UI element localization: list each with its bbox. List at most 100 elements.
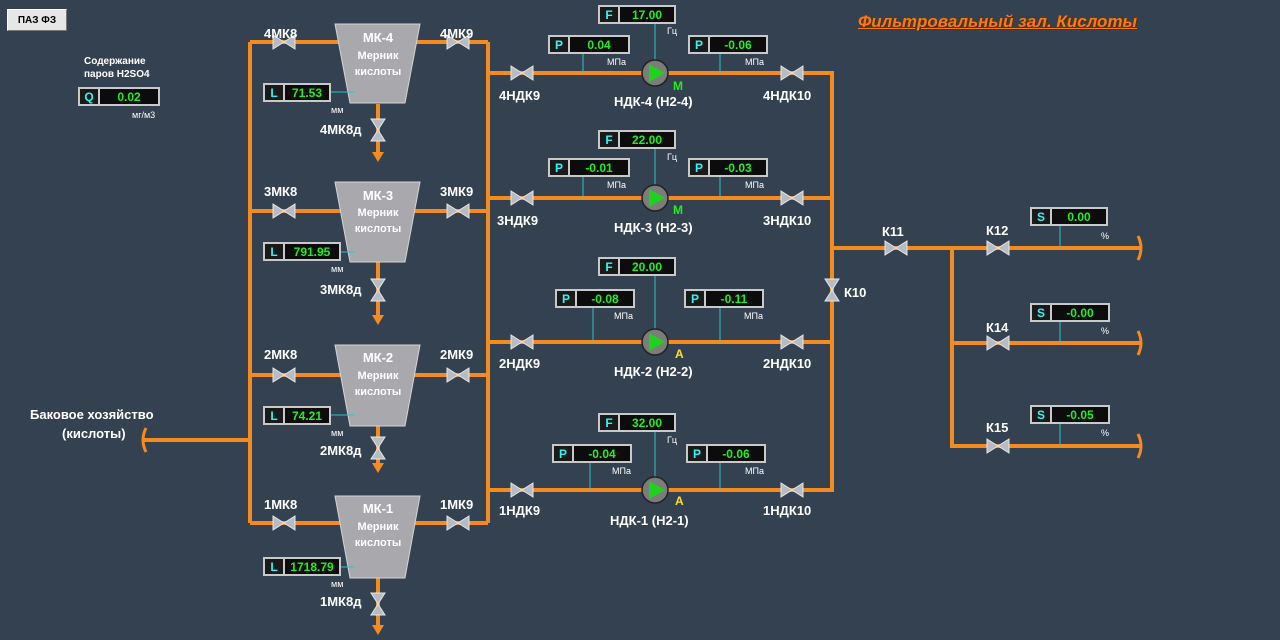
pump-mode-badge: М bbox=[673, 79, 683, 93]
valve-label[interactable]: К14 bbox=[986, 320, 1009, 335]
tank-sub: кислоты bbox=[354, 386, 402, 398]
valve-label[interactable]: 4НДК9 bbox=[499, 88, 541, 103]
indicator-tag: F bbox=[600, 415, 620, 430]
valve-label[interactable]: 3НДК9 bbox=[497, 213, 539, 228]
freq-indicator-ndk4[interactable]: F 17.00 bbox=[598, 5, 676, 24]
valve-label[interactable]: 2МК8 bbox=[264, 347, 298, 362]
valve-label[interactable]: 1МК8 bbox=[264, 497, 298, 512]
pressure-out-indicator-ndk2[interactable]: P -0.11 bbox=[684, 289, 764, 308]
tank-name[interactable]: МК-2 bbox=[362, 350, 394, 365]
pressure-in-indicator-ndk1[interactable]: P -0.04 bbox=[552, 444, 632, 463]
indicator-value: 0.00 bbox=[1052, 209, 1106, 224]
tank-name[interactable]: МК-4 bbox=[362, 30, 394, 45]
tank-store-label-line2: (кислоты) bbox=[62, 426, 126, 441]
valve-label[interactable]: 2НДК10 bbox=[763, 356, 812, 371]
level-indicator-mk1[interactable]: L 1718.79 bbox=[263, 557, 341, 576]
level-indicator-mk2[interactable]: L 74.21 bbox=[263, 406, 331, 425]
freq-indicator-ndk3[interactable]: F 22.00 bbox=[598, 130, 676, 149]
indicator-value: 71.53 bbox=[285, 85, 329, 100]
indicator-tag: P bbox=[690, 37, 710, 52]
valve-label[interactable]: 3НДК10 bbox=[763, 213, 812, 228]
valve-label[interactable]: 4МК8д bbox=[320, 122, 362, 137]
valve-label[interactable]: К12 bbox=[986, 223, 1009, 238]
level-indicator-mk4[interactable]: L 71.53 bbox=[263, 83, 331, 102]
valve-label[interactable]: 2МК9 bbox=[440, 347, 474, 362]
tank-mk2-icon bbox=[334, 344, 421, 427]
pump-mode-badge: А bbox=[675, 494, 684, 508]
valve-label[interactable]: 1МК8д bbox=[320, 594, 362, 609]
pump-name[interactable]: НДК-3 (Н2-3) bbox=[614, 220, 693, 235]
pressure-unit: МПа bbox=[745, 466, 764, 476]
concentration-indicator-k12[interactable]: S 0.00 bbox=[1030, 207, 1108, 226]
percent-unit: % bbox=[1101, 428, 1110, 438]
valve-k10-icon bbox=[824, 278, 840, 302]
valve-label[interactable]: К10 bbox=[844, 285, 867, 300]
tank-sub: Мерник bbox=[357, 207, 399, 219]
pressure-unit: МПа bbox=[612, 466, 631, 476]
indicator-value: 791.95 bbox=[285, 244, 339, 259]
valve-2ndk9-icon bbox=[510, 334, 534, 350]
tank-name[interactable]: МК-3 bbox=[362, 188, 394, 203]
indicator-tag: P bbox=[550, 160, 570, 175]
valve-k15-icon bbox=[986, 438, 1010, 454]
tank-name[interactable]: МК-1 bbox=[362, 501, 394, 516]
valve-4mk8d-icon bbox=[370, 118, 386, 142]
valve-label[interactable]: 4НДК10 bbox=[763, 88, 812, 103]
vapor-indicator[interactable]: Q 0.02 bbox=[78, 87, 160, 106]
freq-indicator-ndk1[interactable]: F 32.00 bbox=[598, 413, 676, 432]
valve-3ndk10-icon bbox=[780, 190, 804, 206]
valve-label[interactable]: К11 bbox=[882, 224, 904, 239]
pump-name[interactable]: НДК-1 (Н2-1) bbox=[610, 513, 689, 528]
valve-4ndk10-icon bbox=[780, 65, 804, 81]
indicator-value: -0.04 bbox=[574, 446, 630, 461]
valve-label[interactable]: 1МК9 bbox=[440, 497, 474, 512]
pressure-out-indicator-ndk4[interactable]: P -0.06 bbox=[688, 35, 768, 54]
valve-label[interactable]: 4МК9 bbox=[440, 26, 474, 41]
indicator-tag: P bbox=[550, 37, 570, 52]
valve-1ndk9-icon bbox=[510, 482, 534, 498]
indicator-tag: S bbox=[1032, 209, 1052, 224]
pressure-in-indicator-ndk4[interactable]: P 0.04 bbox=[548, 35, 630, 54]
valve-3mk8d-icon bbox=[370, 278, 386, 302]
indicator-tag: P bbox=[686, 291, 706, 306]
tank-store-label-line1: Баковое хозяйство bbox=[30, 407, 154, 422]
indicator-tag: L bbox=[265, 559, 285, 574]
pressure-out-indicator-ndk3[interactable]: P -0.03 bbox=[688, 158, 768, 177]
freq-indicator-ndk2[interactable]: F 20.00 bbox=[598, 257, 676, 276]
valve-label[interactable]: 1НДК9 bbox=[499, 503, 541, 518]
indicator-tag: P bbox=[557, 291, 577, 306]
tank-mk3-icon bbox=[334, 181, 421, 263]
valve-2mk8d-icon bbox=[370, 436, 386, 460]
level-indicator-mk3[interactable]: L 791.95 bbox=[263, 242, 341, 261]
valve-label[interactable]: 4МК8 bbox=[264, 26, 298, 41]
pressure-out-indicator-ndk1[interactable]: P -0.06 bbox=[686, 444, 766, 463]
level-unit: мм bbox=[331, 579, 344, 589]
tank-mk4-icon bbox=[334, 23, 421, 104]
pump-name[interactable]: НДК-2 (Н2-2) bbox=[614, 364, 693, 379]
valve-label[interactable]: 2МК8д bbox=[320, 443, 362, 458]
level-unit: мм bbox=[331, 428, 344, 438]
paz-fz-button[interactable]: ПАЗ ФЗ bbox=[7, 9, 67, 31]
valve-label[interactable]: 3МК8 bbox=[264, 184, 298, 199]
level-unit: мм bbox=[331, 264, 344, 274]
concentration-indicator-k14[interactable]: S -0.00 bbox=[1030, 303, 1110, 322]
valve-label[interactable]: 3МК8д bbox=[320, 282, 362, 297]
valve-label[interactable]: К15 bbox=[986, 420, 1009, 435]
valve-label[interactable]: 2НДК9 bbox=[499, 356, 541, 371]
tank-mk1-icon bbox=[334, 495, 421, 579]
pump-mode-badge: А bbox=[675, 347, 684, 361]
indicator-value: -0.05 bbox=[1052, 407, 1108, 422]
pump-name[interactable]: НДК-4 (Н2-4) bbox=[614, 94, 693, 109]
tank-sub: кислоты bbox=[354, 223, 402, 235]
valve-2mk8-icon bbox=[272, 367, 296, 383]
pressure-in-indicator-ndk3[interactable]: P -0.01 bbox=[548, 158, 630, 177]
pressure-unit: МПа bbox=[614, 311, 633, 321]
valve-2ndk10-icon bbox=[780, 334, 804, 350]
valve-label[interactable]: 3МК9 bbox=[440, 184, 474, 199]
concentration-indicator-k15[interactable]: S -0.05 bbox=[1030, 405, 1110, 424]
pressure-in-indicator-ndk2[interactable]: P -0.08 bbox=[555, 289, 635, 308]
valve-label[interactable]: 1НДК10 bbox=[763, 503, 812, 518]
indicator-tag: P bbox=[554, 446, 574, 461]
indicator-value: -0.03 bbox=[710, 160, 766, 175]
